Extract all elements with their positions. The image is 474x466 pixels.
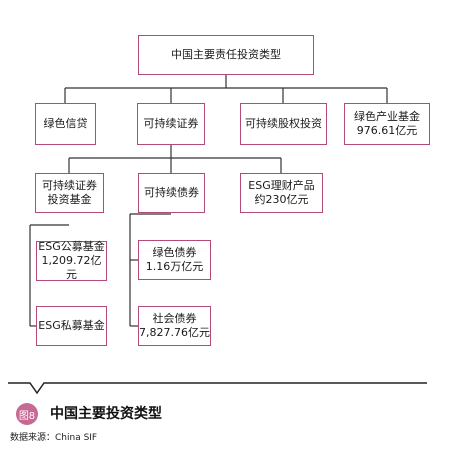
node-esg-wealth: ESG理财产品 约230亿元 — [240, 173, 323, 213]
node-esg-private-fund: ESG私募基金 — [36, 306, 107, 346]
node-green-bonds: 绿色债券 1.16万亿元 — [138, 240, 211, 280]
category-green-credit: 绿色信贷 — [35, 103, 96, 145]
category-green-industry-fund: 绿色产业基金 976.61亿元 — [344, 103, 430, 145]
caption-divider — [8, 382, 427, 395]
category-sustainable-securities: 可持续证券 — [137, 103, 205, 145]
category-sustainable-equity: 可持续股权投资 — [240, 103, 327, 145]
node-social-bonds: 社会债券 7,827.76亿元 — [138, 306, 211, 346]
source-note: 数据来源：China SIF — [10, 433, 98, 443]
figure-badge: 图8 — [16, 403, 38, 425]
root-node: 中国主要责任投资类型 — [138, 35, 314, 75]
node-sustainable-bonds: 可持续债券 — [138, 173, 205, 213]
node-esg-public-fund: ESG公募基金 1,209.72亿元 — [36, 240, 107, 281]
figure-title: 中国主要投资类型 — [50, 406, 162, 422]
node-securities-funds: 可持续证券 投资基金 — [35, 173, 104, 213]
